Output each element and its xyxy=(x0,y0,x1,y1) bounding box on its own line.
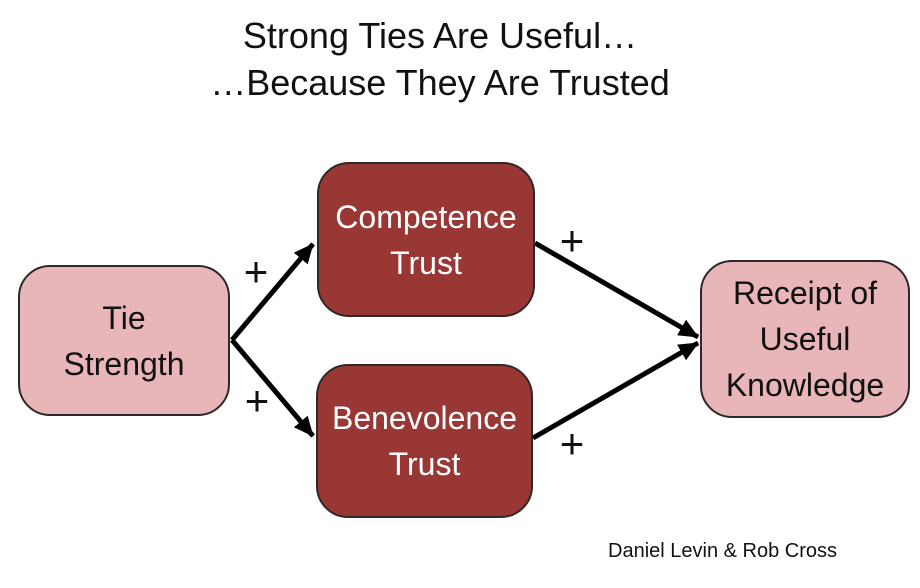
node-label: Receipt of Useful Knowledge xyxy=(725,275,885,403)
node-tie-strength: Tie Strength xyxy=(18,265,230,416)
arrow-benevolence-to-receipt xyxy=(531,340,700,441)
node-label: Competence Trust xyxy=(335,198,517,281)
node-label: Tie Strength xyxy=(63,299,185,382)
title-line-1: Strong Ties Are Useful… xyxy=(242,15,638,56)
node-receipt-of-useful-knowledge: Receipt of Useful Knowledge xyxy=(700,260,910,418)
plus-sign-competence-receipt: + xyxy=(559,217,585,264)
title-line-2: …Because They Are Trusted xyxy=(210,62,670,103)
node-label: Benevolence Trust xyxy=(331,400,518,482)
node-competence-trust: Competence Trust xyxy=(317,162,535,317)
plus-sign-benevolence-receipt: + xyxy=(559,420,585,467)
node-benevolence-trust: Benevolence Trust xyxy=(316,364,533,518)
plus-sign-tie-benevolence: + xyxy=(244,377,270,424)
attribution: Daniel Levin & Rob Cross xyxy=(608,540,837,562)
page-title: Strong Ties Are Useful… …Because They Ar… xyxy=(0,12,880,106)
plus-sign-tie-competence: + xyxy=(243,248,269,295)
